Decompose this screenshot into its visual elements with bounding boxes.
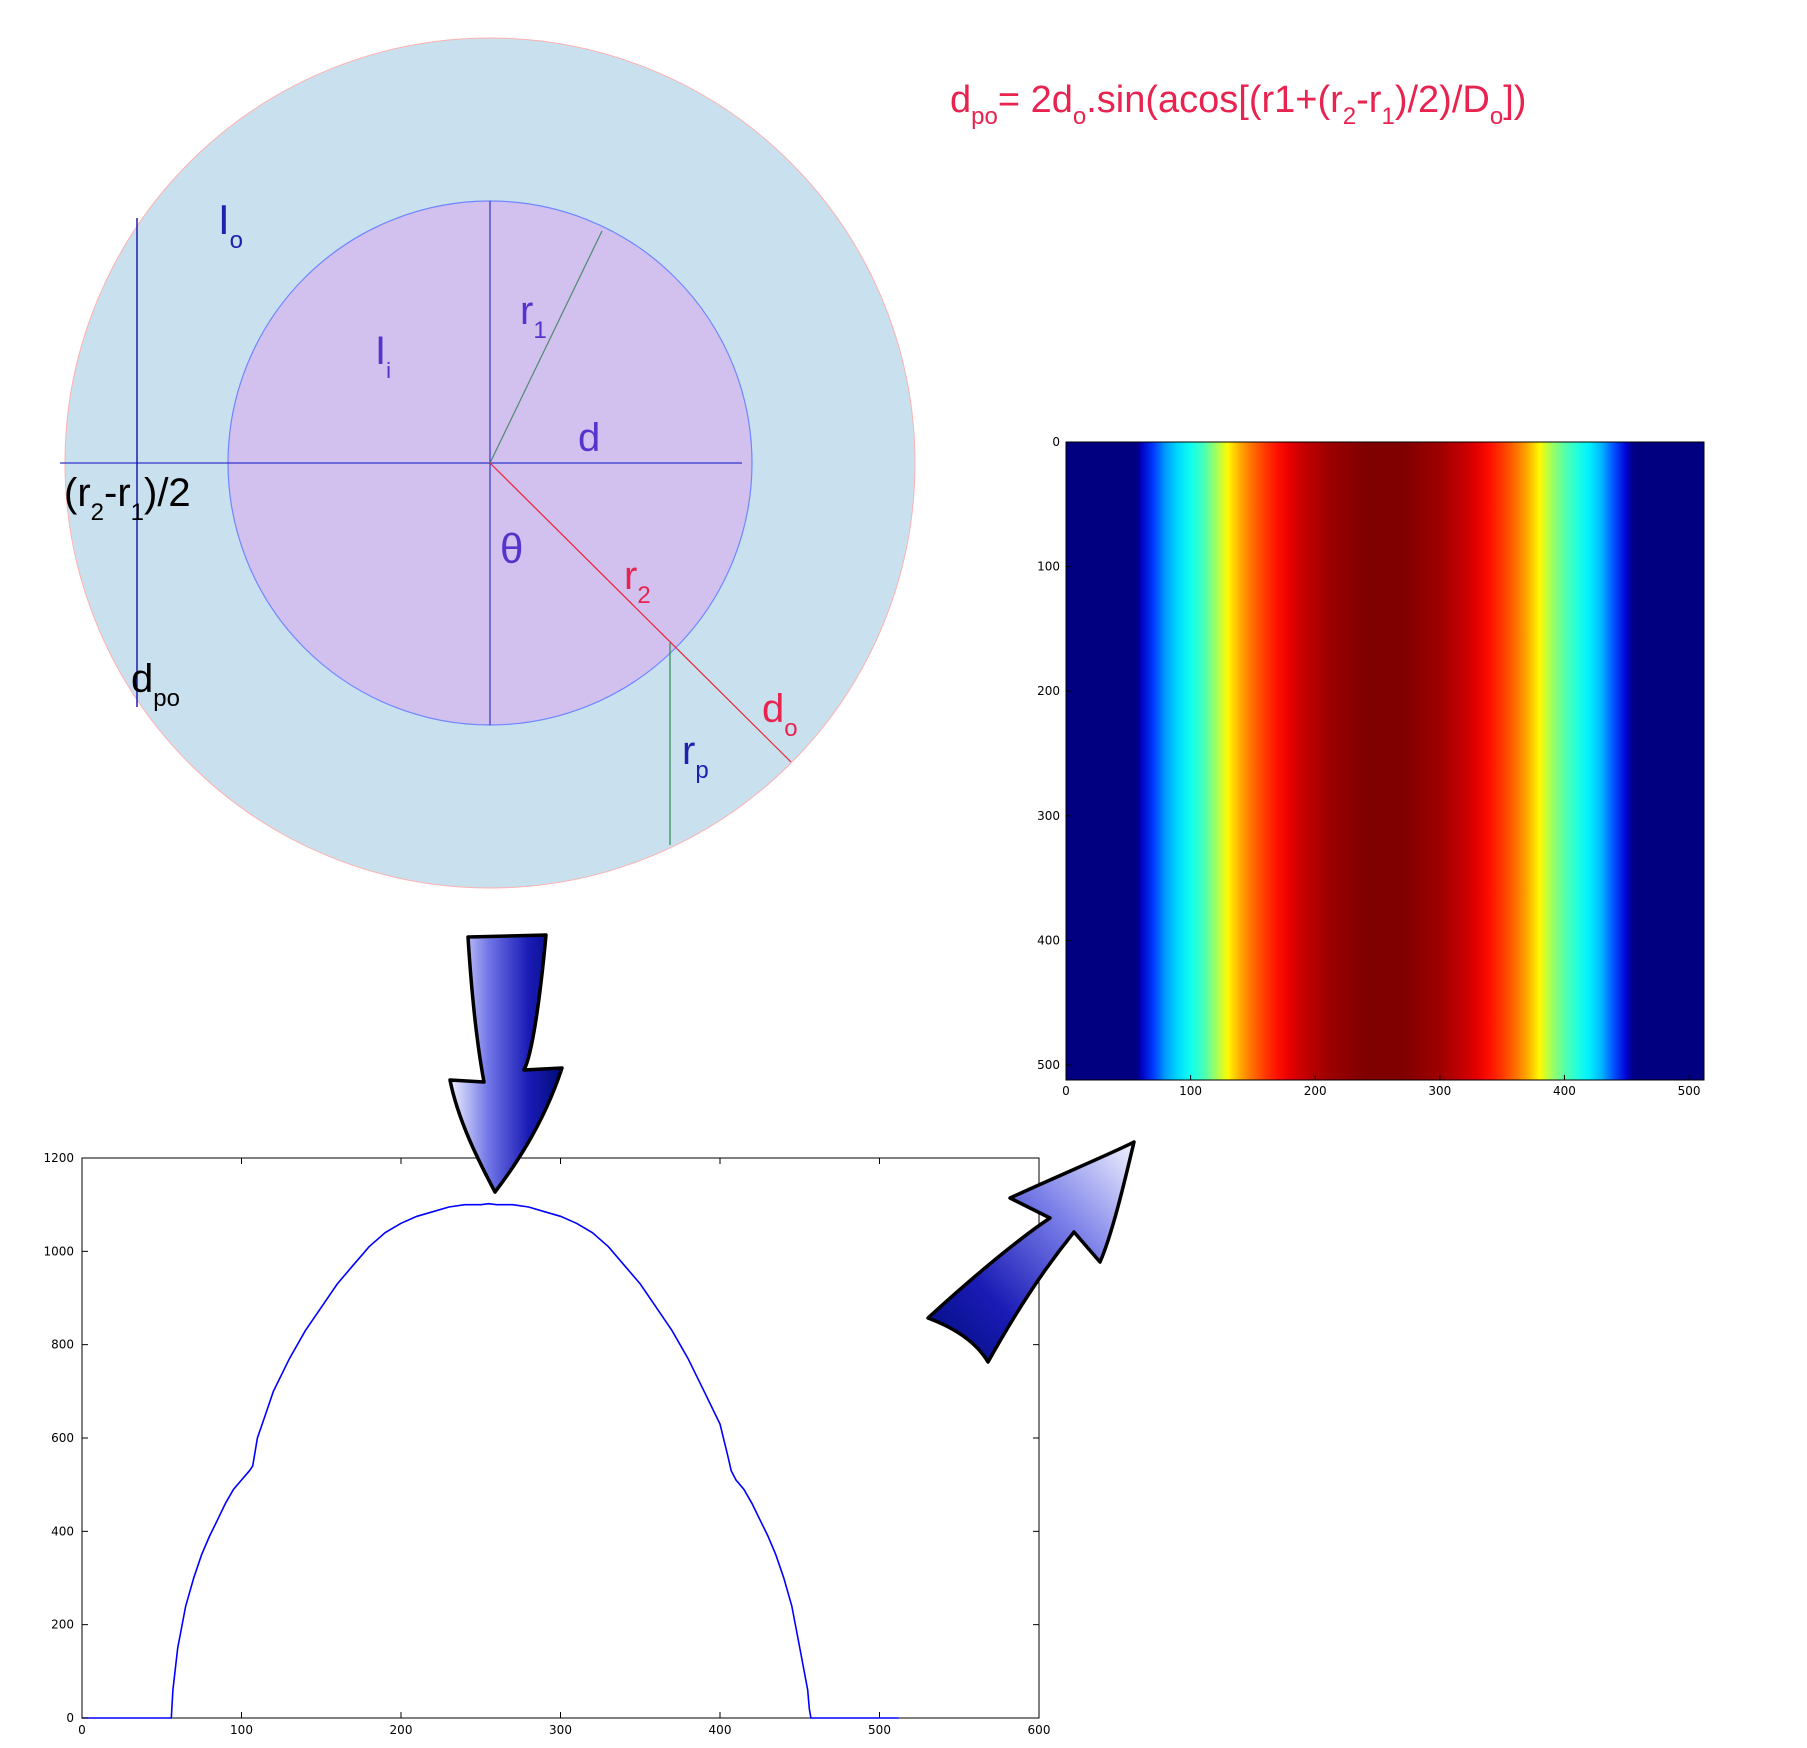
line-y-tick-label: 600 <box>51 1431 74 1445</box>
label-dpo: dpo <box>131 657 180 712</box>
line-x-tick-label: 200 <box>390 1723 413 1737</box>
label-Ii: Ii <box>375 329 391 383</box>
formula-part2-sub: 2 <box>1343 103 1356 130</box>
heatmap-image <box>1065 441 1705 1081</box>
line-x-tick-label: 400 <box>709 1723 732 1737</box>
line-x-tick-label: 0 <box>78 1723 86 1737</box>
r1-line <box>489 230 603 464</box>
heatmap-y-tick-label: 100 <box>1037 560 1060 574</box>
heatmap-x-tick-label: 400 <box>1553 1084 1576 1098</box>
line-y-tick-label: 800 <box>51 1338 74 1352</box>
line-y-tick-label: 1000 <box>43 1244 74 1258</box>
profile-series-line <box>82 1202 899 1719</box>
formula-part1-sub: o <box>1073 103 1086 130</box>
formula-part1: = 2d <box>998 79 1073 121</box>
heatmap-x-tick-label: 200 <box>1304 1084 1327 1098</box>
circle-diagram: Io Ii r1 d θ r2 do rp dpo (r2-r1)/2 <box>60 37 916 889</box>
line-y-tick-label: 0 <box>66 1711 74 1725</box>
heatmap-y-tick-label: 200 <box>1037 684 1060 698</box>
heatmap-x-tick-label: 100 <box>1179 1084 1202 1098</box>
r2-do-line <box>489 462 792 763</box>
label-do: do <box>762 687 798 742</box>
heatmap-y-tick-label: 500 <box>1037 1058 1060 1072</box>
label-theta: θ <box>500 525 523 572</box>
formula-lhs: d <box>950 79 971 121</box>
heatmap-y-tick-label: 0 <box>1052 435 1060 449</box>
formula-part4-sub: o <box>1490 103 1503 130</box>
formula-part5: ]) <box>1503 79 1526 121</box>
line-y-tick-label: 400 <box>51 1524 74 1538</box>
down-arrow-icon <box>448 933 564 1194</box>
formula-text: dpo= 2do.sin(acos[(r1+(r2-r1)/2)/Do]) <box>950 79 1526 130</box>
line-x-tick-label: 600 <box>1028 1723 1051 1737</box>
label-d: d <box>578 416 600 460</box>
formula-part4: )/2)/D <box>1395 79 1490 121</box>
heatmap-x-tick-label: 0 <box>1062 1084 1070 1098</box>
formula-lhs-sub: po <box>971 103 998 130</box>
heatmap-y-axis: 0 100 200 300 400 500 <box>1037 435 1071 1072</box>
line-y-tick-label: 200 <box>51 1618 74 1632</box>
heatmap-x-tick-label: 300 <box>1428 1084 1451 1098</box>
formula-part2: .sin(acos[(r1+(r <box>1086 79 1343 121</box>
line-chart-y-axis: 0 200 400 600 800 1000 1200 <box>43 1151 1039 1725</box>
label-r1: r1 <box>520 289 547 344</box>
label-r2: r2 <box>624 554 651 609</box>
label-half-difference: (r2-r1)/2 <box>64 471 191 526</box>
profile-line-chart: 0 100 200 300 400 500 600 0 200 400 600 800 1000 120… <box>43 1151 1050 1737</box>
label-rp: rp <box>682 729 709 784</box>
line-x-tick-label: 500 <box>868 1723 891 1737</box>
diagonal-arrow-icon <box>926 1140 1136 1364</box>
heatmap-y-tick-label: 300 <box>1037 809 1060 823</box>
line-chart-x-axis: 0 100 200 300 400 500 600 <box>78 1158 1050 1737</box>
heatmap-plot: 0 100 200 300 400 500 0 100 200 300 400 500 <box>1037 435 1705 1098</box>
line-x-tick-label: 300 <box>549 1723 572 1737</box>
line-y-tick-label: 1200 <box>43 1151 74 1165</box>
formula-part3: -r <box>1356 79 1382 121</box>
heatmap-y-tick-label: 400 <box>1037 933 1060 947</box>
label-Io: Io <box>218 196 243 254</box>
heatmap-x-axis: 0 100 200 300 400 500 <box>1062 1075 1701 1098</box>
line-chart-axes-box <box>81 1157 1040 1719</box>
line-x-tick-label: 100 <box>230 1723 253 1737</box>
heatmap-x-tick-label: 500 <box>1678 1084 1701 1098</box>
formula-part3-sub: 1 <box>1381 103 1394 130</box>
